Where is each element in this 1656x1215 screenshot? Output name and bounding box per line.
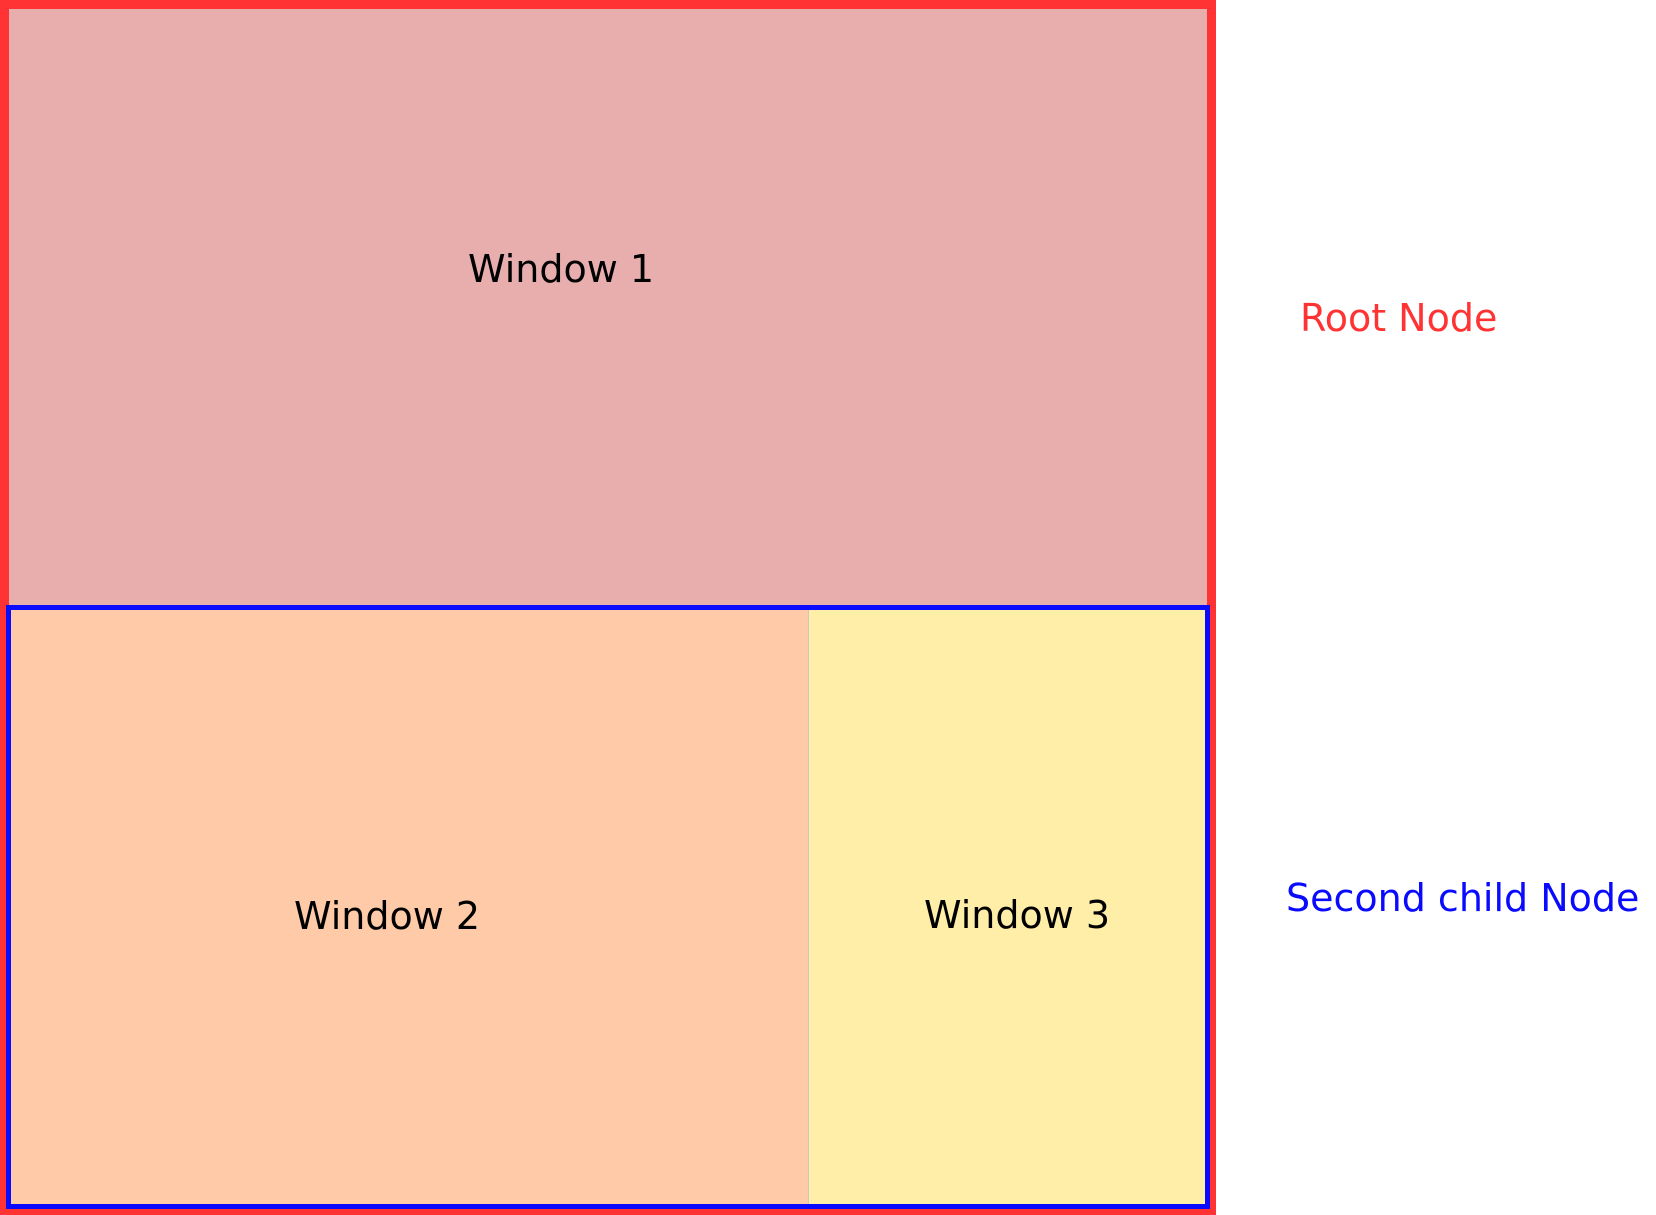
window-3-label: Window 3 [924,893,1111,937]
window-2-label: Window 2 [294,894,481,938]
second-child-node-label: Second child Node [1286,876,1640,920]
window-3[interactable]: Window 3 [809,610,1205,1204]
split-divider[interactable] [808,610,809,1204]
window-1-label: Window 1 [468,247,655,291]
window-1[interactable]: Window 1 [9,9,1207,608]
root-node-label: Root Node [1300,296,1498,340]
window-2[interactable]: Window 2 [11,610,808,1204]
